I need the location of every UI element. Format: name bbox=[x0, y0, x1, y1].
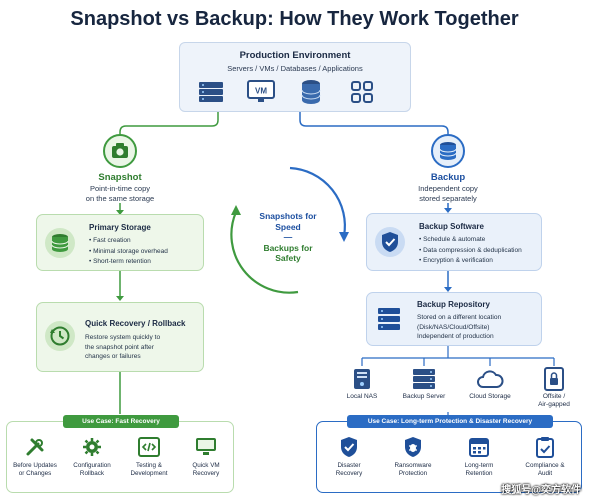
page-title: Snapshot vs Backup: How They Work Togeth… bbox=[70, 8, 519, 30]
storage-target-label: Offsite / Air-gapped bbox=[538, 393, 570, 408]
bullet-item: • Short-term retention bbox=[89, 258, 151, 265]
text-line: Restore system quickly to bbox=[85, 334, 161, 341]
backup-software-title: Backup Software bbox=[419, 222, 484, 231]
backup-repository-card: Backup Repository Stored on a different … bbox=[366, 292, 542, 346]
nas-icon bbox=[354, 369, 370, 389]
quick-recovery-icon-bg bbox=[45, 321, 75, 351]
database-icon bbox=[301, 80, 321, 104]
center-line-1: Snapshots for bbox=[259, 211, 317, 221]
snapshot-subtitle-1: Point-in-time copy bbox=[89, 184, 151, 193]
text-line: Independent of production bbox=[417, 333, 494, 340]
bullet-item: • Fast creation bbox=[89, 237, 131, 244]
storage-target-label: Backup Server bbox=[402, 393, 446, 400]
bullet-item: • Encryption & verification bbox=[419, 257, 493, 264]
usecase-fast-tag: Use Case: Fast Recovery bbox=[63, 415, 179, 428]
bullet-item: • Minimal storage overhead bbox=[89, 247, 168, 255]
usecase-item: Compliance & Audit bbox=[517, 436, 573, 478]
server-rack-icon bbox=[378, 308, 400, 330]
usecase-item-label: Disaster Recovery bbox=[335, 462, 363, 477]
text-line: changes or failures bbox=[85, 353, 141, 360]
center-line-3: Backups for bbox=[263, 242, 313, 253]
storage-target-label: Local NAS bbox=[346, 393, 378, 400]
usecase-item-label: Compliance & Audit bbox=[525, 462, 565, 477]
quick-recovery-title: Quick Recovery / Rollback bbox=[85, 319, 186, 328]
shield-check-icon bbox=[341, 437, 357, 457]
snapshot-subtitle-2: on the same storage bbox=[85, 194, 155, 203]
center-line-2: Speed bbox=[275, 221, 301, 232]
usecase-item: Ransomware Protection bbox=[385, 436, 441, 478]
backup-node bbox=[431, 134, 465, 168]
watermark: 搜狐号@奕方软件 bbox=[501, 485, 581, 496]
cloud-icon bbox=[477, 370, 504, 388]
production-subtitle: Servers / VMs / Databases / Applications bbox=[227, 64, 363, 73]
center-dash: — bbox=[283, 232, 293, 242]
primary-storage-card: Primary Storage • Fast creation • Minima… bbox=[36, 214, 204, 271]
backup-subtitle-1: Independent copy bbox=[418, 184, 478, 193]
usecase-item: Disaster Recovery bbox=[321, 436, 377, 478]
storage-target-label: Cloud Storage bbox=[469, 393, 511, 400]
usecase-item: Configuration Rollback bbox=[64, 436, 120, 478]
usecase-item-label: Quick VM Recovery bbox=[192, 462, 220, 477]
text-line: the snapshot point after bbox=[85, 343, 154, 351]
code-icon bbox=[138, 437, 160, 457]
vm-monitor-icon: VM bbox=[247, 80, 275, 102]
calendar-icon bbox=[469, 438, 489, 457]
backup-software-icon-bg bbox=[375, 227, 405, 257]
clipboard-check-icon bbox=[536, 437, 554, 458]
backup-repository-text: Stored on a different location (Disk/NAS… bbox=[417, 313, 501, 342]
backup-software-card: Backup Software • Schedule & automate • … bbox=[366, 213, 542, 271]
usecase-item-label: Configuration Rollback bbox=[73, 462, 111, 477]
usecase-item: Long-term Retention bbox=[451, 436, 507, 478]
usecase-long-tag: Use Case: Long-term Protection & Disaste… bbox=[347, 415, 553, 428]
backup-software-bullets: • Schedule & automate • Data compression… bbox=[419, 235, 522, 267]
center-line-4: Safety bbox=[275, 253, 301, 263]
quick-recovery-card: Quick Recovery / Rollback Restore system… bbox=[36, 302, 204, 372]
usecase-fast-recovery: Use Case: Fast Recovery Before Updates o… bbox=[6, 415, 234, 493]
text-line: (Disk/NAS/Cloud/Offsite) bbox=[417, 323, 490, 331]
primary-storage-title: Primary Storage bbox=[89, 223, 151, 232]
backup-title: Backup bbox=[430, 172, 466, 183]
snapshot-node bbox=[103, 134, 137, 168]
text-line: Stored on a different location bbox=[417, 314, 502, 321]
gear-icon bbox=[83, 438, 101, 456]
primary-storage-bullets: • Fast creation • Minimal storage overhe… bbox=[89, 236, 168, 268]
usecase-long-term: Use Case: Long-term Protection & Disaste… bbox=[316, 415, 582, 493]
center-cycle-text: Snapshots for Speed — Backups for Safety bbox=[238, 211, 338, 264]
usecase-item-label: Before Updates or Changes bbox=[13, 462, 57, 477]
backup-repository-title: Backup Repository bbox=[417, 300, 490, 309]
tools-icon bbox=[26, 438, 44, 456]
database-icon bbox=[439, 142, 457, 160]
offsite-lock-icon bbox=[544, 367, 564, 391]
database-icon bbox=[51, 234, 69, 252]
monitor-icon bbox=[196, 438, 216, 455]
primary-storage-icon-bg bbox=[45, 228, 75, 258]
production-environment-box: Production Environment Servers / VMs / D… bbox=[179, 42, 411, 112]
usecase-item: Quick VM Recovery bbox=[178, 436, 234, 478]
history-icon bbox=[50, 326, 70, 346]
server-icon bbox=[413, 369, 435, 389]
usecase-item-label: Long-term Retention bbox=[464, 462, 494, 477]
svg-text:VM: VM bbox=[255, 87, 267, 96]
quick-recovery-text: Restore system quickly to the snapshot p… bbox=[85, 333, 160, 362]
server-rack-icon bbox=[199, 82, 223, 102]
shield-bug-icon bbox=[405, 437, 421, 457]
backup-subtitle-2: stored separately bbox=[419, 194, 477, 203]
bullet-item: • Data compression & deduplication bbox=[419, 246, 522, 254]
usecase-item-label: Testing & Development bbox=[130, 462, 168, 477]
snapshot-title: Snapshot bbox=[98, 172, 142, 183]
production-title: Production Environment bbox=[239, 50, 351, 61]
usecase-item: Testing & Development bbox=[121, 436, 177, 478]
applications-grid-icon bbox=[351, 81, 373, 103]
shield-icon bbox=[382, 232, 398, 252]
bullet-item: • Schedule & automate bbox=[419, 236, 486, 243]
usecase-item-label: Ransomware Protection bbox=[394, 462, 432, 477]
camera-icon bbox=[112, 143, 128, 158]
usecase-item: Before Updates or Changes bbox=[7, 436, 63, 478]
